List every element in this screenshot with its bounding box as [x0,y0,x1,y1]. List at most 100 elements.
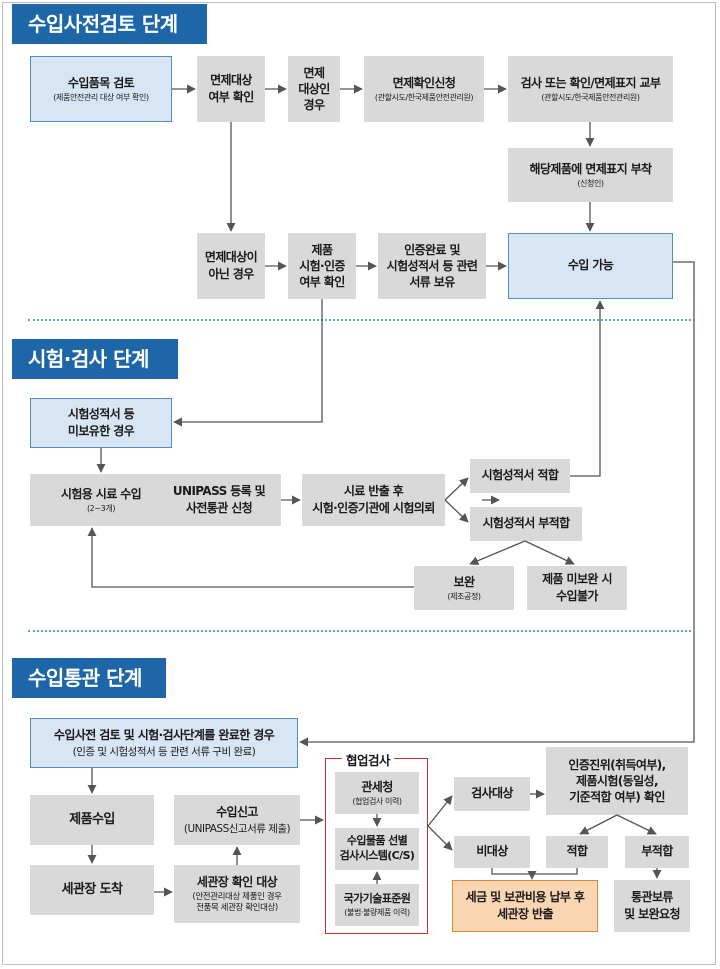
box-complete: 수입사전 검토 및 시험·검사단계를 완료한 경우 (인증 및 시험성적서 등 … [30,718,298,768]
box-exempt-check-l2: 여부 확인 [208,90,254,104]
box-pass: 적합 [546,836,608,868]
arrow-release-to-fail [444,499,469,523]
section-divider-2 [28,630,691,632]
box-customs-check-sub2: 전품목 세관장 확인대상) [196,903,278,914]
box-customs-arrival-label: 세관장 도착 [61,881,123,897]
box-non-target: 비대상 [454,836,530,868]
arrow-cert-check-to-no-report [173,299,323,427]
box-exempt-check: 면제대상 여부 확인 [197,56,265,122]
box-pass-label: 적합 [566,844,588,859]
box-complete-title: 수입사전 검토 및 시험·검사단계를 완료한 경우 [53,728,275,743]
box-import-review: 수입품목 검토 (제품안전관리 대상 여부 확인) [30,56,172,122]
box-inspect-target: 검사대상 [454,777,530,811]
box-import-review-sub: (제품안전관리 대상 여부 확인) [53,93,149,102]
box-no-report-l2: 미보유한 경우 [67,424,135,438]
box-no-supplement-l2: 수입불가 [556,589,598,603]
box-no-supplement: 제품 미보완 시 수입불가 [527,566,627,610]
box-selection-system: 수입물품 선별 검사시스템(C/S) [335,828,419,870]
box-exempt-apply-title: 면제확인신청 [392,75,456,90]
arrow-import-ok-to-complete [299,261,695,747]
box-exempt-case-l2: 대상인 [298,81,330,96]
box-tax-release-l1: 세금 및 보관비용 납부 후 [465,889,585,904]
box-fail: 부적합 [625,836,689,868]
box-import-declare-title: 수입신고 [216,805,258,820]
box-no-report: 시험성적서 등 미보유한 경우 [30,398,172,448]
box-cert-done-l2: 시험성적서 등 관련 [386,258,478,273]
box-cert-confirm-l2: 제품시험(동일성, [576,773,659,788]
section-divider-1 [28,319,691,321]
arrow-nontarget-pass-to-release [491,868,578,878]
box-import-ok: 수입 가능 [508,233,673,299]
box-import-ok-label: 수입 가능 [567,258,614,273]
box-fail-label: 부적합 [641,844,673,859]
box-mark-attach-title: 해당제품에 면제표지 부착 [529,161,653,176]
box-unipass-l1: UNIPASS 등록 및 [172,483,266,498]
box-product-import-label: 제품수입 [69,811,115,827]
box-kcs: 관세청 (협업검사 이력) [335,772,419,814]
box-supplement: 보완 (제조공정) [414,566,514,610]
box-cert-check-l2: 시험·인증 [299,258,345,273]
box-inspect-target-label: 검사대상 [471,786,513,801]
box-import-declare: 수입신고 (UNIPASS신고서류 제출) [174,795,300,845]
box-customs-check: 세관장 확인 대상 (안전관리대상 제품인 경우 전품목 세관장 확인대상) [174,865,300,923]
box-mark-attach: 해당제품에 면제표지 부착 (신청인) [508,148,673,202]
box-inspect-issue-sub: (관할시도/한국제품안전관리원) [541,93,640,102]
box-cert-check-l1: 제품 [311,242,333,257]
arrow-coop-to-target [427,795,453,827]
box-not-exempt-l2: 아닌 경우 [208,267,254,281]
box-tax-release: 세금 및 보관비용 납부 후 세관장 반출 [452,880,598,932]
box-cert-confirm-l1: 인증진위(취득여부), [568,757,666,772]
box-exempt-case: 면제 대상인 경우 [288,56,340,122]
box-hold-l1: 통관보류 [631,889,673,904]
box-exempt-case-l1: 면제 [303,65,325,80]
box-exempt-apply: 면제확인신청 (관할시도/한국제품안전관리원) [364,56,484,122]
box-unipass: UNIPASS 등록 및 사전통관 신청 [157,474,281,526]
box-kcs-sub: (협업검사 이력) [352,797,402,806]
arrow-pass-to-import-ok [570,300,605,477]
box-cert-check-l3: 여부 확인 [299,275,345,290]
box-cert-done-l3: 서류 보유 [409,275,455,290]
arrow-release-to-pass [444,477,469,501]
box-sample-import-sub: (2~3개) [86,504,116,513]
arrow-fail-to-supplement [469,540,526,566]
box-tax-release-l2: 세관장 반출 [497,907,553,921]
box-non-target-label: 비대상 [476,844,508,859]
arrow-confirm-to-pass [579,814,618,835]
box-not-exempt: 면제대상이 아닌 경우 [197,233,265,299]
box-sample-release-l1: 시료 반출 후 [343,483,404,498]
section-title-pre-review: 수입사전검토 단계 [12,4,207,44]
box-not-exempt-l1: 면제대상이 [204,249,258,264]
box-customs-check-sub1: (안전관리대상 제품인 경우 [192,892,282,903]
box-cert-done-l1: 인증완료 및 [404,242,460,257]
box-cert-check: 제품 시험·인증 여부 확인 [288,233,356,299]
box-kcs-title: 관세청 [361,779,393,794]
arrow-confirm-to-fail [616,814,657,835]
box-sample-release: 시료 반출 후 시험·인증기관에 시험의뢰 [302,474,445,526]
box-kats-title: 국가기술표준원 [343,892,411,906]
box-report-fail-label: 시험성적서 부적합 [482,516,570,531]
box-complete-sub: (인증 및 시험성적서 등 관련 서류 구비 완료) [72,745,256,758]
box-mark-attach-sub: (신청인) [577,179,604,188]
box-sample-import-title: 시험용 시료 수입 [60,486,142,501]
box-customs-check-title: 세관장 확인 대상 [196,874,278,889]
box-supplement-sub: (제조공정) [447,592,481,601]
arrow-coop-to-non-target [427,825,453,851]
box-selection-system-l1: 수입물품 선별 [346,834,408,848]
box-report-pass-label: 시험성적서 적합 [481,468,559,483]
coop-inspection-title: 협업검사 [342,750,395,769]
box-exempt-case-l3: 경우 [303,98,325,113]
section-title-customs: 수입통관 단계 [12,658,166,698]
box-exempt-apply-sub: (관할시도/한국제품안전관리원) [374,93,474,102]
box-kats-sub: (불법·불량제품 이력) [344,908,410,918]
box-unipass-l2: 사전통관 신청 [185,501,253,515]
section-title-test: 시험·검사 단계 [12,339,178,379]
box-kats: 국가기술표준원 (불법·불량제품 이력) [335,884,419,926]
box-sample-import: 시험용 시료 수입 (2~3개) [30,474,172,526]
box-cert-confirm-l3: 기준적합 여부) 확인 [569,790,665,805]
box-inspect-issue-title: 검사 또는 확인/면제표지 교부 [520,75,661,90]
arrow-supplement-to-sample [87,527,414,588]
box-import-declare-sub: (UNIPASS신고서류 제출) [183,822,291,835]
